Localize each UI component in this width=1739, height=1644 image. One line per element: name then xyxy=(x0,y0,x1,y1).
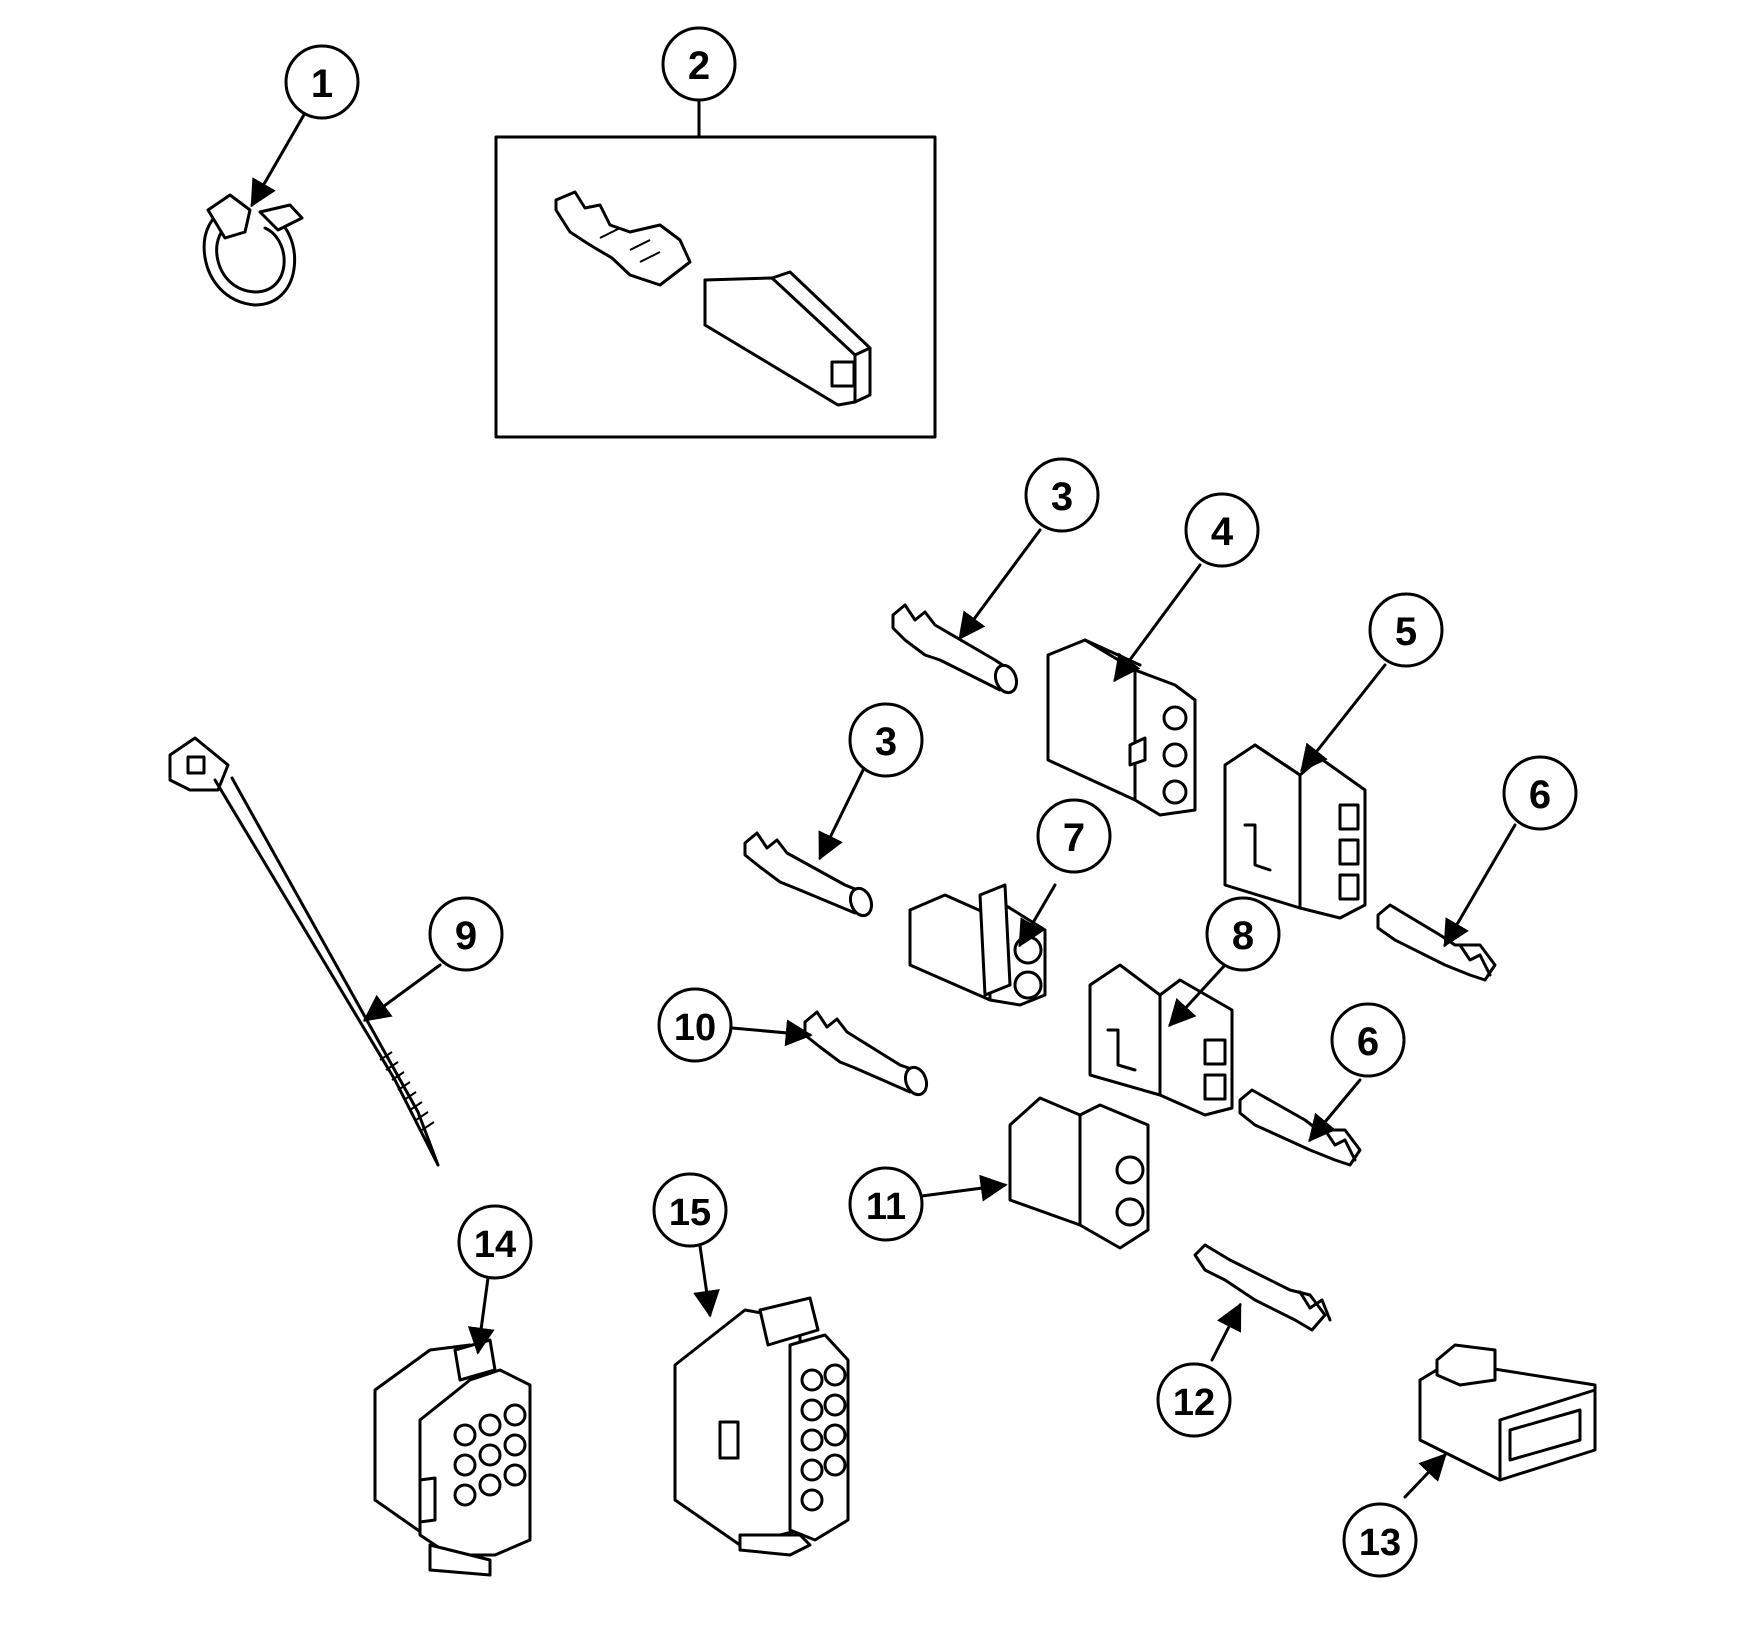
female-terminal-part-a xyxy=(891,603,1019,695)
callout-label: 6 xyxy=(1357,1020,1379,1064)
callout-3a: 3 xyxy=(1024,457,1100,533)
callout-3b: 3 xyxy=(848,702,924,778)
callout-label: 3 xyxy=(875,720,897,764)
callout-6b: 6 xyxy=(1330,1002,1406,1078)
callout-label: 7 xyxy=(1063,816,1085,860)
callout-1: 1 xyxy=(284,44,360,120)
callout-10: 10 xyxy=(657,987,733,1063)
hose-clamp-part xyxy=(202,193,304,307)
callout-label: 10 xyxy=(674,1007,716,1049)
callout-15: 15 xyxy=(652,1172,728,1248)
callout-label: 3 xyxy=(1051,475,1073,519)
female-terminal-part-10 xyxy=(803,1010,929,1097)
callout-4: 4 xyxy=(1184,492,1260,568)
callout-label: 9 xyxy=(455,914,477,958)
callout-label: 8 xyxy=(1232,914,1254,958)
9-circuit-receptacle-part xyxy=(673,1296,850,1557)
female-terminal-part-b xyxy=(743,831,874,918)
2-circuit-plug-part xyxy=(908,883,1047,1007)
callout-label: 2 xyxy=(688,44,710,88)
callout-label: 13 xyxy=(1359,1522,1401,1564)
callout-14: 14 xyxy=(457,1204,533,1280)
callout-5: 5 xyxy=(1368,592,1444,668)
3-circuit-plug-part xyxy=(1046,638,1197,817)
callout-9: 9 xyxy=(428,896,504,972)
4-circuit-connector-part xyxy=(1418,1343,1597,1482)
callout-12: 12 xyxy=(1156,1362,1232,1438)
callout-label: 4 xyxy=(1211,510,1234,554)
callout-6a: 6 xyxy=(1502,755,1578,831)
cable-tie-part xyxy=(168,736,440,1167)
2-circuit-receptacle-part xyxy=(1088,963,1234,1117)
callout-7: 7 xyxy=(1036,798,1112,874)
callout-label: 15 xyxy=(669,1192,711,1234)
callout-label: 14 xyxy=(474,1224,516,1266)
callout-8: 8 xyxy=(1205,896,1281,972)
callout-13: 13 xyxy=(1342,1502,1418,1578)
9-circuit-plug-part xyxy=(373,1338,532,1577)
callout-2: 2 xyxy=(661,26,737,102)
male-terminal-part-a xyxy=(1376,903,1497,982)
callout-label: 1 xyxy=(311,62,333,106)
callout-label: 11 xyxy=(866,1186,906,1228)
callout-label: 6 xyxy=(1529,773,1551,817)
callout-label: 12 xyxy=(1173,1382,1215,1424)
leader-arrows xyxy=(250,96,1517,1499)
callout-label: 5 xyxy=(1395,610,1417,654)
2-circuit-plug-part-11 xyxy=(1008,1096,1150,1250)
callout-11: 11 xyxy=(848,1166,924,1242)
terminal-kit-part xyxy=(494,135,937,439)
male-terminal-part-12 xyxy=(1193,1243,1332,1332)
3-circuit-receptacle-part xyxy=(1223,743,1367,920)
